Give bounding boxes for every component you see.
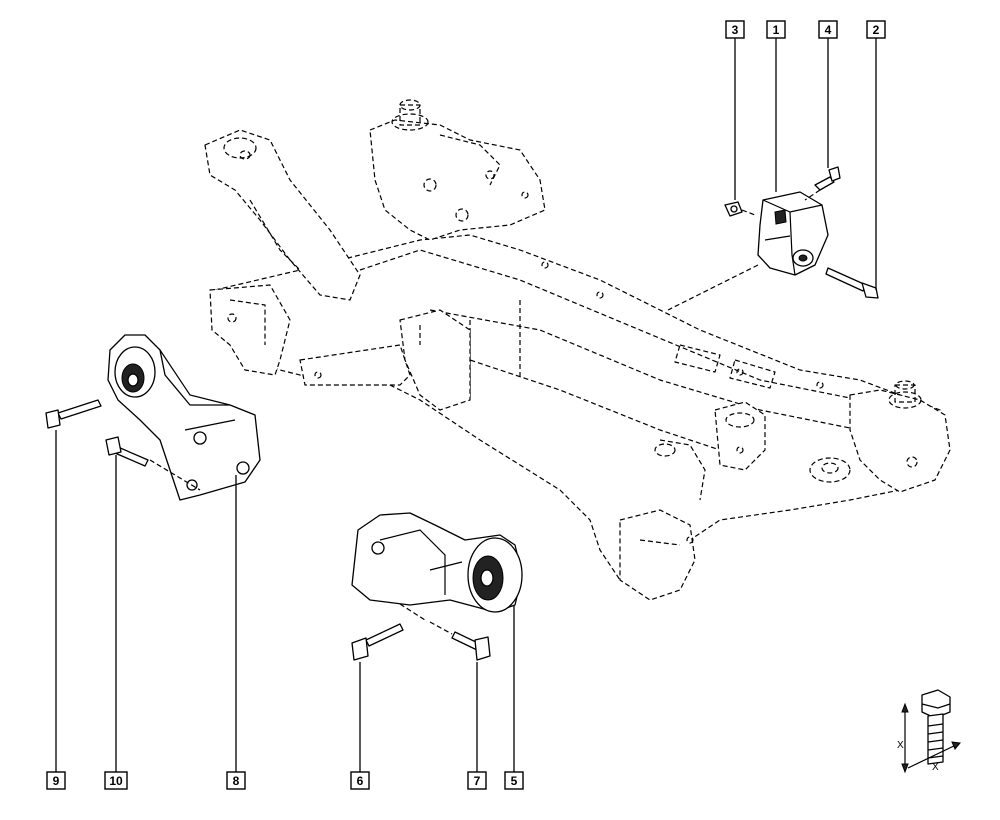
part-8-upper-mount — [107, 334, 261, 501]
callout-10-label: 10 — [109, 774, 123, 788]
callout-6: 6 — [350, 771, 370, 790]
assembly-line-part-10 — [149, 459, 201, 491]
part-5-lower-mount — [351, 512, 523, 613]
callout-7-label: 7 — [474, 774, 481, 788]
callout-4-label: 4 — [825, 23, 832, 37]
dimension-x-label-1: X — [897, 740, 904, 751]
callout-7: 7 — [467, 771, 487, 790]
part-7-bolt — [451, 631, 491, 661]
callout-5-label: 5 — [511, 774, 518, 788]
callout-5: 5 — [504, 771, 524, 790]
part-6-bolt — [351, 623, 404, 661]
part-9-bolt — [45, 399, 102, 429]
part-4-bolt — [814, 166, 841, 191]
callout-10: 10 — [104, 771, 128, 790]
assembly-line-part-6 — [399, 603, 426, 621]
part-1-rear-mount — [757, 191, 829, 276]
bolt-dimension-detail: X X — [897, 689, 961, 774]
part-3-nut — [724, 201, 743, 217]
callout-8: 8 — [226, 771, 246, 790]
callout-1-label: 1 — [773, 23, 780, 37]
assembly-line-part-7 — [429, 621, 453, 635]
assembly-line-part-1 — [667, 264, 759, 311]
callout-2: 2 — [866, 20, 886, 39]
callout-1: 1 — [766, 20, 786, 39]
callout-3-label: 3 — [732, 23, 739, 37]
leader-lines — [55, 38, 877, 772]
callout-3: 3 — [725, 20, 745, 39]
callout-2-label: 2 — [873, 23, 880, 37]
dimension-x-label-2: X — [932, 762, 939, 773]
callout-9: 9 — [46, 771, 66, 790]
callout-8-label: 8 — [233, 774, 240, 788]
callout-6-label: 6 — [357, 774, 364, 788]
subframe-crossmember — [204, 99, 951, 601]
part-10-bolt — [105, 436, 149, 467]
assembly-line-part-3 — [741, 209, 756, 216]
part-2-bolt — [825, 267, 879, 299]
callout-4: 4 — [818, 20, 838, 39]
callout-9-label: 9 — [53, 774, 60, 788]
assembly-line-part-4 — [804, 189, 821, 201]
